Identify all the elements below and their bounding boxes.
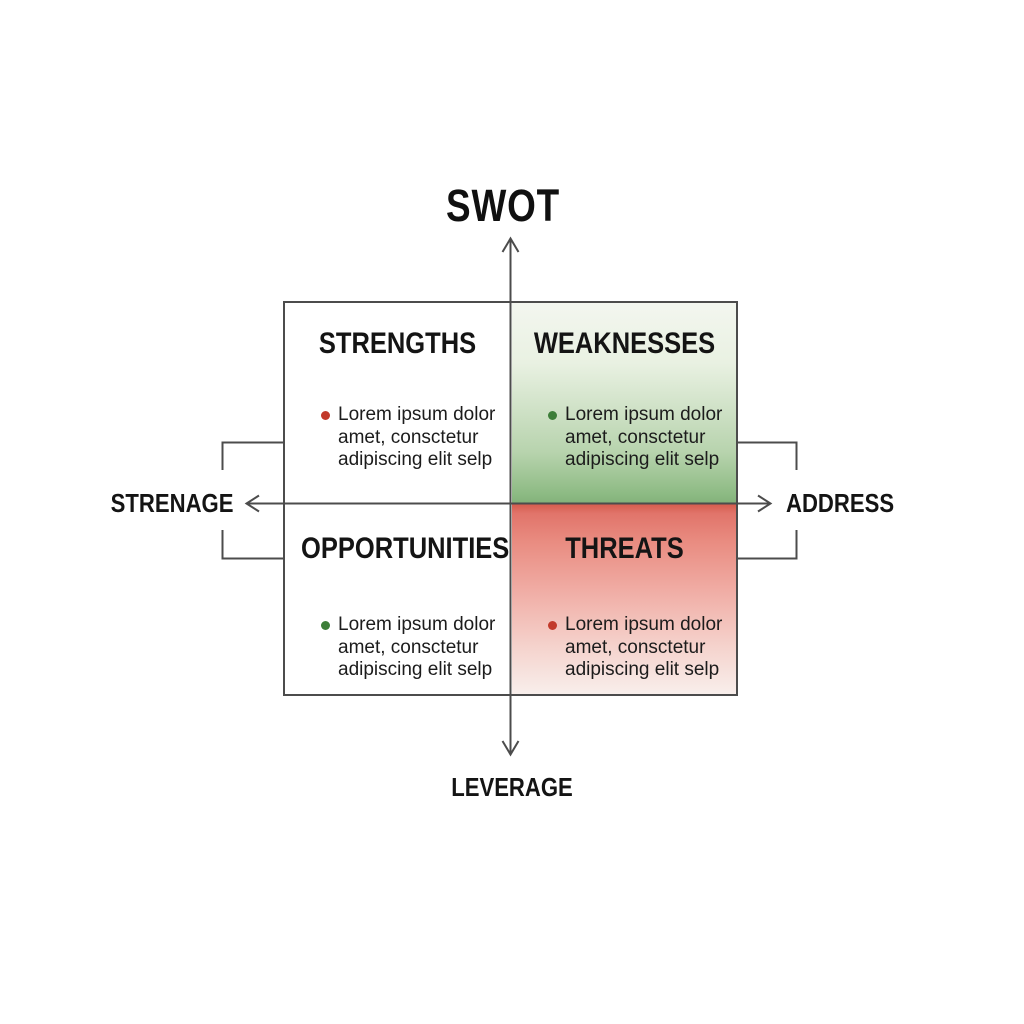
bullet-icon bbox=[321, 411, 330, 420]
bullet-icon bbox=[321, 621, 330, 630]
threats-heading: THREATS bbox=[565, 532, 684, 565]
arrow-right-icon bbox=[757, 494, 773, 513]
axis-label-left: STRENAGE bbox=[110, 488, 233, 518]
axis-label-bottom: LEVERAGE bbox=[451, 772, 573, 802]
strengths-bullet-item: Lorem ipsum dolor amet, consctetur adipi… bbox=[284, 404, 511, 472]
threats-quadrant: THREATS Lorem ipsum dolor amet, consctet… bbox=[511, 503, 738, 682]
arrow-left-icon bbox=[244, 494, 260, 513]
arrow-down-icon bbox=[501, 740, 520, 757]
threats-bullet-item: Lorem ipsum dolor amet, consctetur adipi… bbox=[511, 614, 738, 682]
weaknesses-heading: WEAKNESSES bbox=[533, 327, 716, 360]
weaknesses-bullet-item: Lorem ipsum dolor amet, consctetur adipi… bbox=[511, 404, 738, 472]
weaknesses-quadrant: WEAKNESSES Lorem ipsum dolor amet, consc… bbox=[511, 302, 738, 472]
diagram-title: SWOT bbox=[446, 180, 560, 231]
strengths-text: Lorem ipsum dolor amet, consctetur adipi… bbox=[338, 404, 496, 470]
strengths-heading: STRENGTHS bbox=[318, 327, 477, 360]
opportunities-bullet-item: Lorem ipsum dolor amet, consctetur adipi… bbox=[284, 614, 511, 682]
strengths-quadrant: STRENGTHS Lorem ipsum dolor amet, consct… bbox=[284, 302, 511, 472]
opportunities-heading: OPPORTUNITIES bbox=[301, 532, 510, 565]
threats-text: Lorem ipsum dolor amet, consctetur adipi… bbox=[565, 614, 723, 680]
weaknesses-text: Lorem ipsum dolor amet, consctetur adipi… bbox=[565, 404, 723, 470]
opportunities-quadrant: OPPORTUNITIES Lorem ipsum dolor amet, co… bbox=[284, 503, 511, 682]
bullet-icon bbox=[548, 411, 557, 420]
axis-label-right: ADDRESS bbox=[786, 488, 895, 518]
arrow-up-icon bbox=[501, 236, 520, 253]
bullet-icon bbox=[548, 621, 557, 630]
opportunities-text: Lorem ipsum dolor amet, consctetur adipi… bbox=[338, 614, 496, 680]
